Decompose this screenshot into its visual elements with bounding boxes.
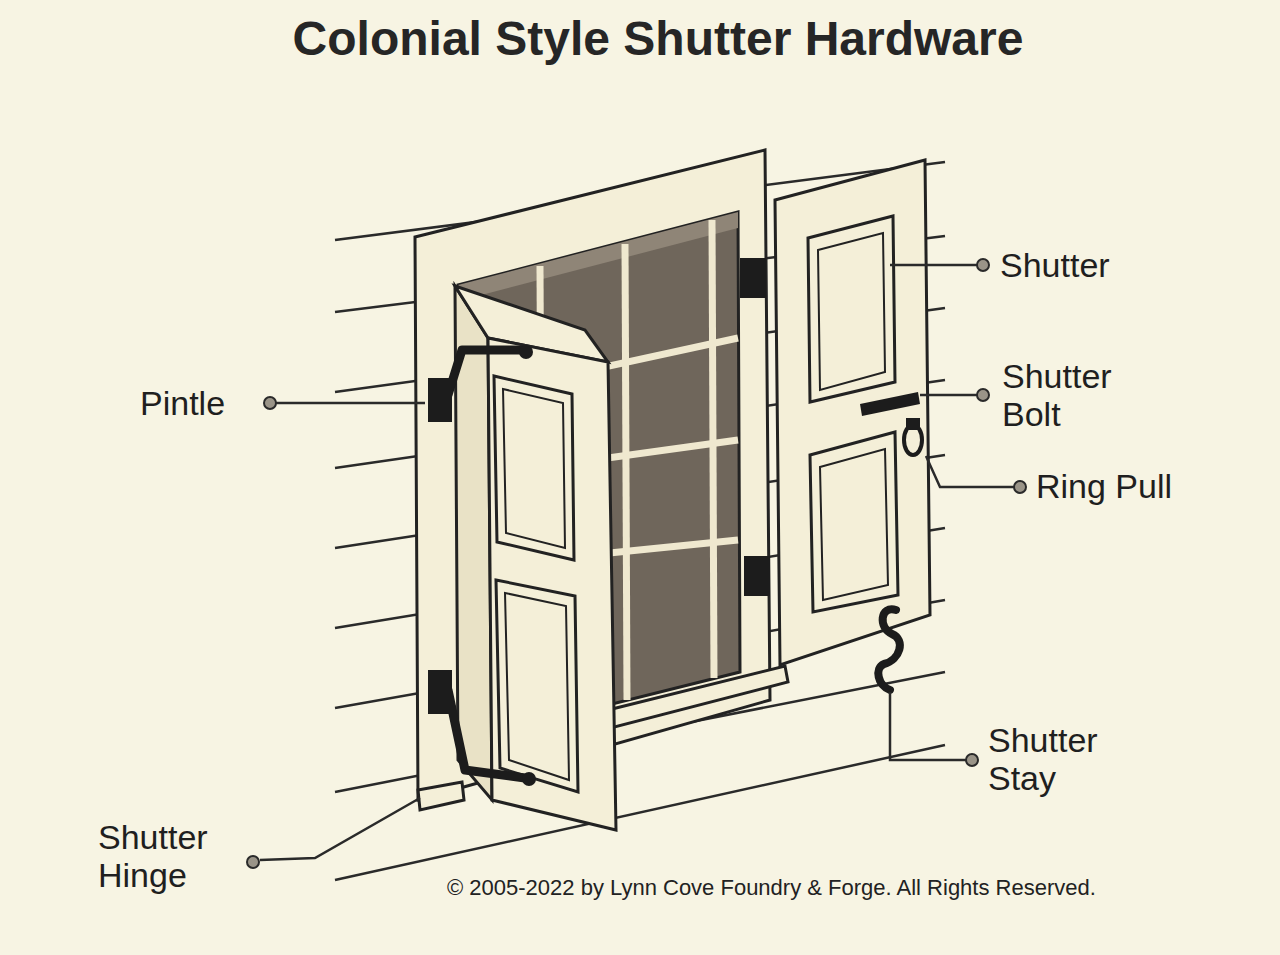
left-shutter [488,338,616,830]
hinge-strap-end [522,772,536,786]
leader-dots [247,259,1026,868]
window-sill [600,666,788,730]
part-label: Shutter Bolt [1002,357,1152,433]
shutter-ledge [418,782,464,810]
part-label: Shutter [1000,246,1200,284]
shutter-panel [818,233,885,390]
shutter-panel [808,216,895,402]
shutter-panel [494,376,574,560]
shutter-panel [810,432,898,612]
hinge-strap [448,350,522,395]
hinge [744,556,770,596]
diagram-title: Colonial Style Shutter Hardware [158,12,1158,66]
shutter-panel [503,389,565,548]
shutter-stay [878,609,900,690]
right-shutter [775,160,930,665]
pintle [428,670,452,714]
shutter-panel [496,580,578,792]
leader-lines [260,265,1014,860]
pintle [428,378,452,422]
hinge-strap [448,690,525,778]
copyright-caption: © 2005-2022 by Lynn Cove Foundry & Forge… [447,876,1096,901]
part-label: Ring Pull [1036,467,1236,505]
shutter-bolt [860,392,920,416]
shutter-panel [820,449,888,600]
part-label: Shutter Stay [988,721,1138,797]
part-label: Pintle [140,384,265,422]
shutter-panel [505,593,569,780]
hinge-strap-end [519,345,533,359]
ring-pull-plate [906,418,920,430]
hinge [740,258,766,298]
part-label: Shutter Hinge [98,818,248,894]
window-reveal [458,212,738,298]
